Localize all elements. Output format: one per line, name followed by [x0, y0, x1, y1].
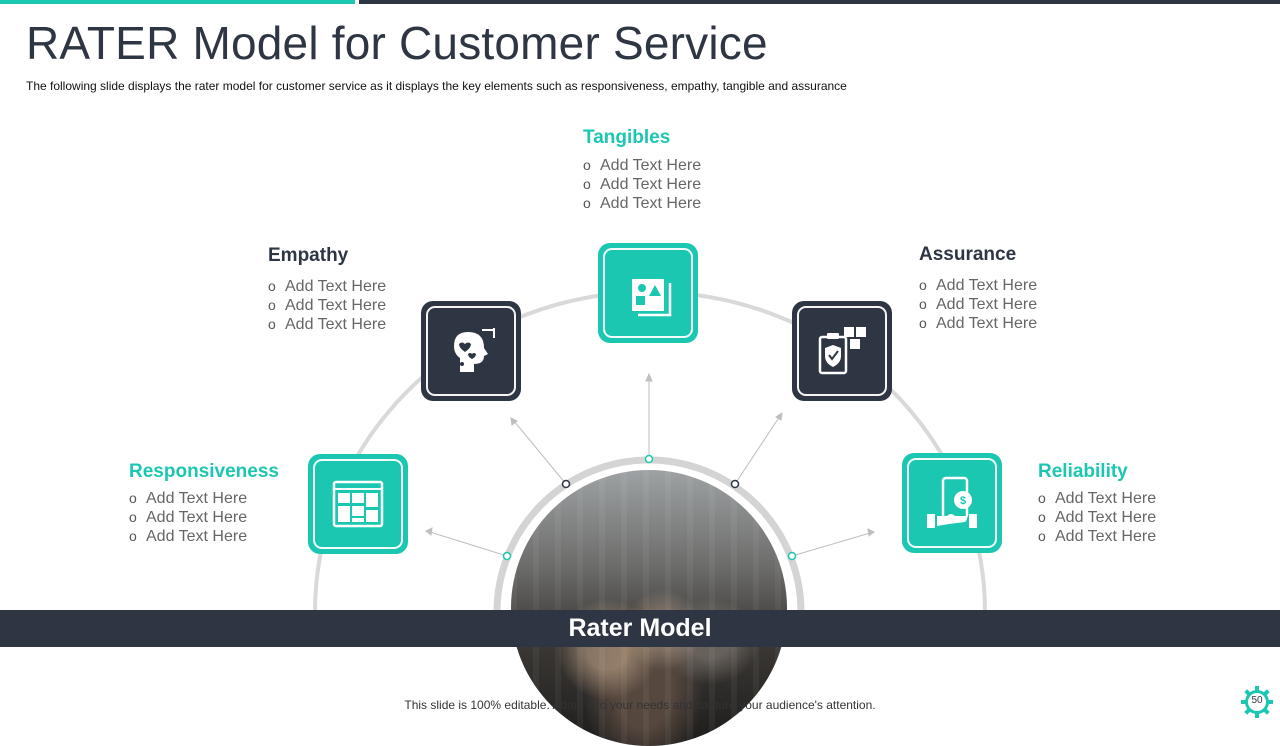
- responsiveness-icon-box: [308, 454, 408, 554]
- page-number: 50: [1251, 695, 1263, 706]
- web-layout-icon: [332, 480, 384, 528]
- list-item: Add Text Here: [268, 296, 386, 315]
- list-item: Add Text Here: [583, 194, 701, 213]
- mobile-payment-icon: $: [927, 476, 977, 528]
- slide-title: RATER Model for Customer Service: [26, 17, 768, 69]
- reliability-heading: Reliability: [1038, 461, 1128, 482]
- assurance-icon-box: [792, 301, 892, 401]
- list-item: Add Text Here: [129, 508, 247, 527]
- list-item: Add Text Here: [268, 315, 386, 334]
- team-meeting-photo: [511, 470, 787, 746]
- list-item: Add Text Here: [919, 276, 1037, 295]
- list-item: Add Text Here: [129, 527, 247, 546]
- empathy-icon-box: [421, 301, 521, 401]
- list-item: Add Text Here: [919, 314, 1037, 333]
- head-hearts-icon: [454, 328, 495, 372]
- reliability-icon-box: $: [902, 453, 1002, 553]
- responsiveness-bullets: Add Text Here Add Text Here Add Text Her…: [129, 489, 247, 546]
- svg-text:$: $: [960, 495, 966, 507]
- empathy-bullets: Add Text Here Add Text Here Add Text Her…: [268, 277, 386, 334]
- assurance-heading: Assurance: [919, 244, 1017, 265]
- rater-model-label: Rater Model: [0, 610, 1280, 647]
- slide-subtitle: The following slide displays the rater m…: [26, 79, 847, 93]
- tangibles-icon-box: [598, 243, 698, 343]
- list-item: Add Text Here: [583, 156, 701, 175]
- tangibles-heading: Tangibles: [583, 127, 671, 148]
- empathy-heading: Empathy: [268, 245, 349, 266]
- reliability-bullets: Add Text Here Add Text Here Add Text Her…: [1038, 489, 1156, 546]
- assurance-bullets: Add Text Here Add Text Here Add Text Her…: [919, 276, 1037, 333]
- list-item: Add Text Here: [583, 175, 701, 194]
- list-item: Add Text Here: [1038, 508, 1156, 527]
- top-accent-bar-dark: [359, 0, 1280, 4]
- tangibles-bullets: Add Text Here Add Text Here Add Text Her…: [583, 156, 701, 213]
- gear-icon: [1241, 686, 1273, 718]
- clipboard-shield-icon: [818, 327, 866, 375]
- shapes-icon: [632, 279, 672, 317]
- responsiveness-heading: Responsiveness: [129, 461, 279, 482]
- list-item: Add Text Here: [1038, 489, 1156, 508]
- footer-note: This slide is 100% editable. Adapt it to…: [404, 698, 876, 712]
- list-item: Add Text Here: [129, 489, 247, 508]
- list-item: Add Text Here: [919, 295, 1037, 314]
- list-item: Add Text Here: [268, 277, 386, 296]
- top-accent-bar-teal: [0, 0, 355, 4]
- list-item: Add Text Here: [1038, 527, 1156, 546]
